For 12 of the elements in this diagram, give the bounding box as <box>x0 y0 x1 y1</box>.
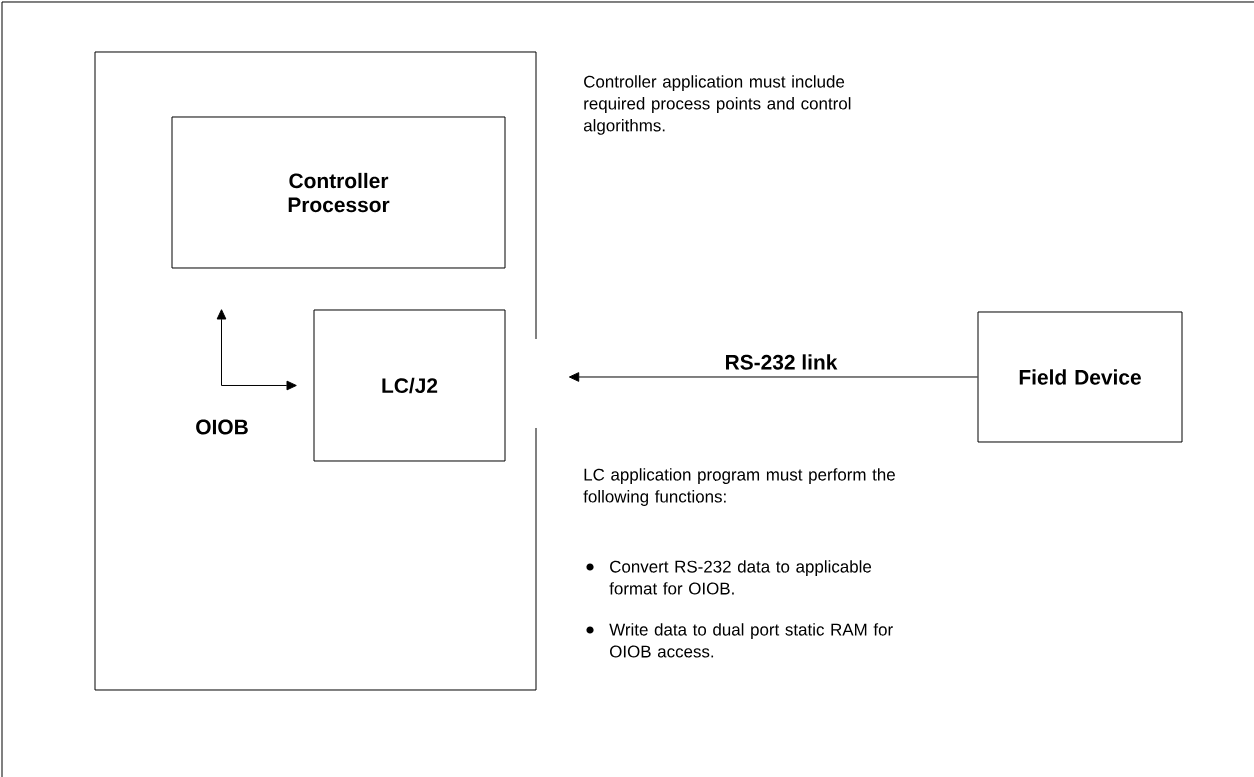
edge-label: RS-232 link <box>726 354 838 370</box>
process-box: LC/J2 <box>313 309 506 462</box>
note-text: Controller application must include required process points and control algorithms. <box>583 75 851 135</box>
arrow <box>568 372 978 382</box>
process-box: Controller Processor <box>171 116 506 269</box>
process-box: Field Device <box>977 311 1183 443</box>
enclosure-box <box>94 51 537 691</box>
note-text: Write data to dual port static RAM for OIOB access. <box>609 623 893 658</box>
note-text: LC application program must perform the following functions: <box>583 468 895 506</box>
arrow <box>216 309 297 391</box>
note-text: Convert RS-232 data to applicable format for OIOB. <box>609 560 872 595</box>
edge-label: OIOB <box>196 419 248 435</box>
